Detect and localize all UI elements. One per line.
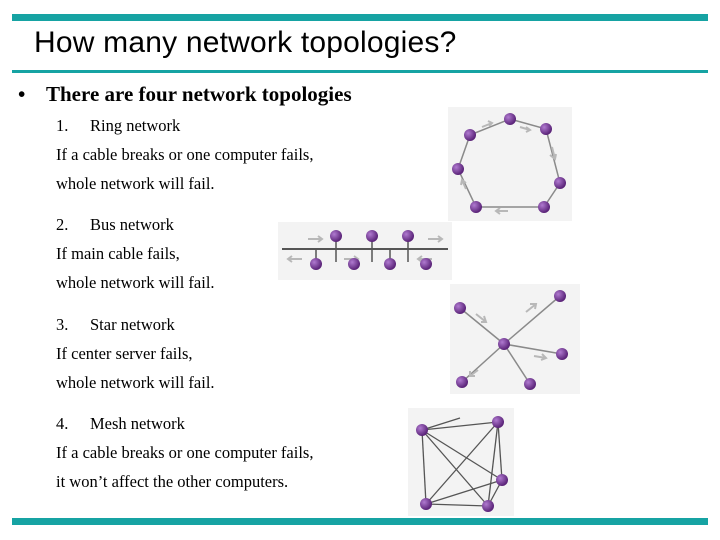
main-bullet: • There are four network topologies <box>18 82 352 107</box>
topology-item-ring: 1. Ring network If a cable breaks or one … <box>56 111 313 198</box>
item-heading: 1. Ring network <box>56 111 313 140</box>
item-number: 2. <box>56 215 69 234</box>
top-accent-bar <box>12 14 708 21</box>
ring-topology-icon <box>448 107 572 221</box>
item-name: Bus network <box>90 215 174 234</box>
item-name: Ring network <box>90 116 181 135</box>
item-heading: 2. Bus network <box>56 210 215 239</box>
topology-item-mesh: 4. Mesh network If a cable breaks or one … <box>56 409 313 496</box>
slide-title: How many network topologies? <box>34 26 457 59</box>
item-name: Mesh network <box>90 414 185 433</box>
star-topology-icon <box>450 284 580 394</box>
item-number: 3. <box>56 315 69 334</box>
mesh-topology-icon <box>408 408 514 516</box>
topology-item-star: 3. Star network If center server fails, w… <box>56 310 215 397</box>
item-description-line-1: If main cable fails, <box>56 244 180 263</box>
item-description-line-2: whole network will fail. <box>56 373 215 392</box>
item-number: 4. <box>56 414 69 433</box>
item-heading: 3. Star network <box>56 310 215 339</box>
bullet-text: There are four network topologies <box>46 82 352 106</box>
item-description-line-2: it won’t affect the other computers. <box>56 472 289 491</box>
item-description-line-1: If a cable breaks or one computer fails, <box>56 145 314 164</box>
item-description-line-2: whole network will fail. <box>56 174 215 193</box>
item-heading: 4. Mesh network <box>56 409 313 438</box>
item-description-line-1: If a cable breaks or one computer fails, <box>56 443 314 462</box>
item-description-line-1: If center server fails, <box>56 344 193 363</box>
bullet-symbol: • <box>18 82 26 106</box>
topology-item-bus: 2. Bus network If main cable fails, whole… <box>56 210 215 297</box>
bottom-accent-bar <box>12 518 708 525</box>
bus-topology-icon <box>278 222 452 280</box>
item-name: Star network <box>90 315 175 334</box>
item-description-line-2: whole network will fail. <box>56 273 215 292</box>
item-number: 1. <box>56 116 69 135</box>
title-divider <box>12 70 708 73</box>
